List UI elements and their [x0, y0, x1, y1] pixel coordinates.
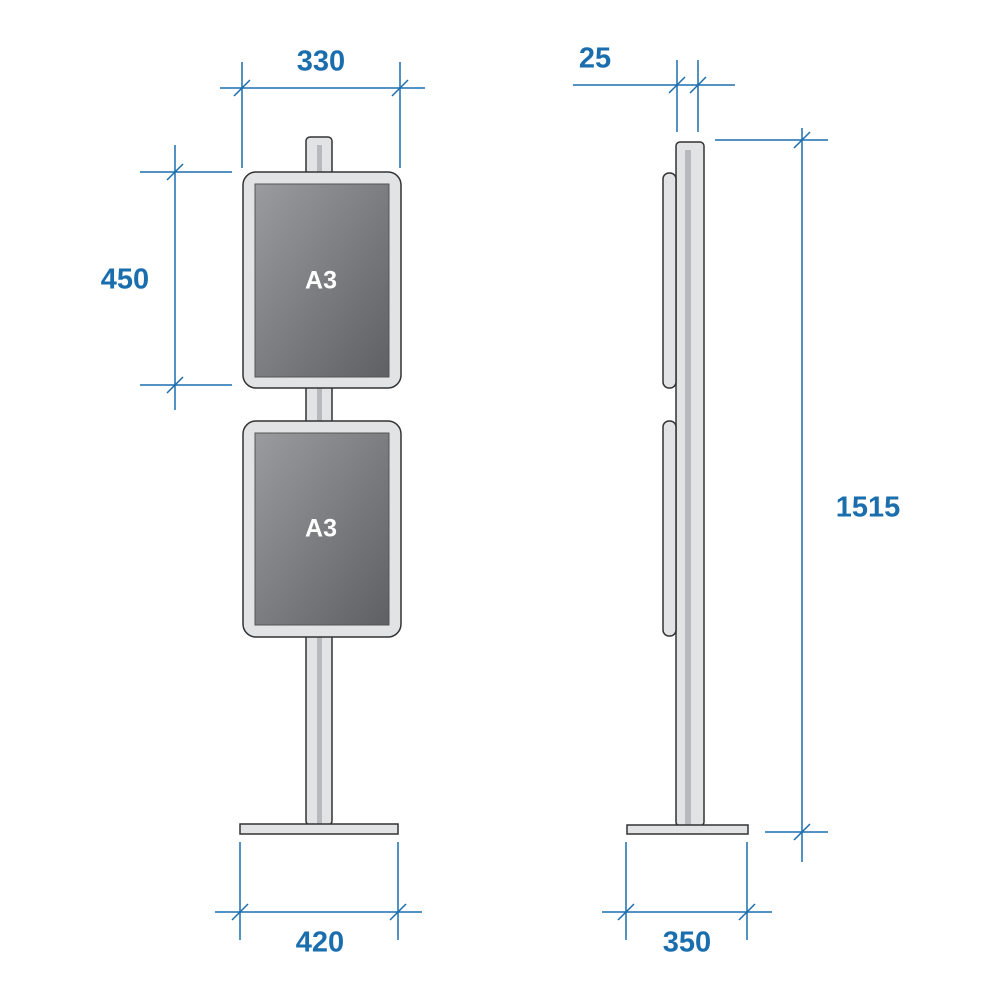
side-pole [675, 141, 705, 827]
dim-420 [215, 842, 422, 940]
frame-size-label: A3 [305, 266, 337, 295]
depth-label: 25 [578, 42, 612, 75]
dim-450 [140, 145, 232, 410]
dim-330 [220, 62, 425, 168]
side-base [626, 824, 749, 835]
height-label: 450 [100, 263, 150, 296]
front-frame-bottom [242, 420, 402, 638]
dim-25 [573, 60, 735, 132]
front-base [239, 823, 399, 835]
dimension-lines [140, 60, 828, 940]
width-label: 330 [296, 45, 346, 78]
frame-size-label: A3 [305, 514, 337, 543]
total-height-label: 1515 [835, 491, 901, 524]
side-frame-top [662, 172, 677, 389]
base-width-label: 420 [295, 926, 345, 959]
dim-1515 [715, 128, 828, 862]
side-frame-bottom [662, 420, 677, 637]
base-depth-label: 350 [662, 926, 712, 959]
dim-350 [602, 842, 772, 940]
front-frame-top [242, 171, 402, 389]
